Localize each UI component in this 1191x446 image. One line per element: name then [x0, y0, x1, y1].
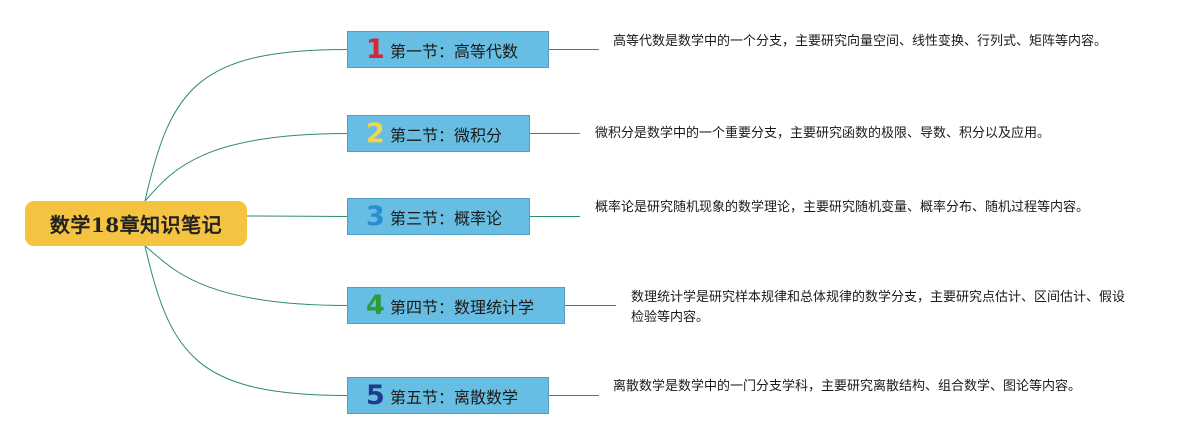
section-description-5: 离散数学是数学中的一门分支学科，主要研究离散结构、组合数学、图论等内容。	[613, 379, 1082, 394]
section-label-1: 第一节：高等代数	[390, 41, 519, 61]
section-node-3[interactable]: 3 第三节：概率论	[347, 198, 530, 235]
section-number-2: 2	[366, 118, 385, 149]
branch-link-2	[144, 133, 348, 202]
branch-link-4	[144, 245, 348, 306]
section-label-2: 第二节：微积分	[390, 125, 503, 145]
section-label-5: 第五节：离散数学	[390, 387, 519, 407]
section-node-4[interactable]: 4 第四节：数理统计学	[347, 287, 565, 324]
section-description-1: 高等代数是数学中的一个分支，主要研究向量空间、线性变换、行列式、矩阵等内容。	[613, 34, 1108, 49]
section-description-3: 概率论是研究随机现象的数学理论，主要研究随机变量、概率分布、随机过程等内容。	[595, 200, 1090, 215]
branch-link-1	[144, 49, 348, 202]
section-label-4: 第四节：数理统计学	[390, 297, 535, 317]
section-node-2[interactable]: 2 第二节：微积分	[347, 115, 530, 152]
section-number-5: 5	[366, 380, 385, 411]
section-label-3: 第三节：概率论	[390, 208, 503, 228]
section-node-5[interactable]: 5 第五节：离散数学	[347, 377, 549, 414]
root-title: 数学18章知识笔记	[49, 213, 223, 237]
section-description-4: 数理统计学是研究样本规律和总体规律的数学分支，主要研究点估计、区间估计、假设检验…	[631, 290, 1126, 325]
root-topic[interactable]: 数学18章知识笔记	[25, 201, 247, 246]
section-number-4: 4	[366, 290, 385, 321]
branch-link-5	[144, 245, 348, 396]
branch-link-3	[246, 215, 348, 217]
section-node-1[interactable]: 1 第一节：高等代数	[347, 31, 549, 68]
section-description-2: 微积分是数学中的一个重要分支，主要研究函数的极限、导数、积分以及应用。	[595, 126, 1051, 141]
section-number-3: 3	[366, 201, 385, 232]
section-number-1: 1	[366, 34, 385, 65]
